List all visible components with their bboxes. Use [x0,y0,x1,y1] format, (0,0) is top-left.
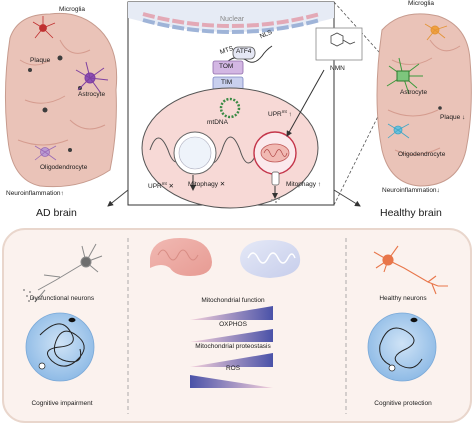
cognitive-impairment-label: Cognitive impairment [31,400,93,407]
healthy-astrocyte-label: Astrocyte [400,89,428,96]
trend-wedges [190,306,273,388]
oxphos-wedge [190,329,273,342]
brain-arrows [107,189,361,207]
mtdna-circle [219,97,241,119]
ad-astrocyte-label: Astrocyte [78,91,106,98]
healthy-microglia-label: Microglia [408,0,435,7]
cognitive-protection-circle [367,312,437,382]
healthy-neuron [373,245,448,295]
tom-complex [212,60,244,75]
tim-label: TIM [221,79,233,86]
release-dots [271,198,280,203]
tom-tim-complex [212,60,244,91]
healthy-neuroinflammation-label: Neuroinflammation↓ [382,187,440,194]
healthy-oligodendrocyte-cell [387,123,410,139]
healthy-astrocyte-cell [386,57,423,95]
dysfunctional-neuron [23,243,103,303]
cell-arrows [190,69,325,199]
upr-left-organelle [173,131,217,175]
healthy-brain-title: Healthy brain [380,207,442,219]
mitophagy-right-label: Mitophagy ↑ [286,181,322,188]
atf4-protein [226,45,273,63]
healthy-brain-section [376,13,472,187]
upr-right-organelle [253,131,297,186]
ros-wedge [190,375,273,388]
healthy-oligodendrocyte-label: Oligodendrocyte [398,151,446,158]
ad-neuroinflammation-label: Neuroinflammation↑ [6,190,64,197]
ad-microglia-label: Microglia [59,6,86,13]
mitochondrial-function-label: Mitochondrial function [201,297,265,304]
ad-brain-title: AD brain [36,207,77,219]
healthy-microglia-cell [424,23,448,41]
cognitive-protection-label: Cognitive protection [374,400,432,407]
ad-microglia-cell [32,16,56,39]
cognitive-impairment-circle [25,312,95,382]
upr-right-label: UPRmt ↑ [268,109,292,119]
healthy-plaque-label: Plaque ↓ [440,114,466,121]
nmn-label: NMN [330,65,345,72]
proteostasis-wedge [190,353,273,367]
mito-function-wedge [190,306,273,320]
upr-left-label: UPRmt ✕ [148,181,174,191]
mitochondrial-proteostasis-label: Mitochondrial proteostasis [195,343,271,350]
oxphos-label: OXPHOS [219,321,247,328]
nmn-molecule [315,27,363,61]
ad-oligodendrocyte-cell [34,145,57,161]
mitophagy-left-label: Mitophagy ✕ [188,181,226,188]
healthy-neurons-label: Healthy neurons [379,295,427,302]
ros-label: ROS [225,365,241,372]
dysfunctional-neurons-label: Dysfunctional neurons [29,295,95,302]
ad-plaque-label: Plaque [30,57,51,64]
nucleus [128,2,334,32]
healthy-plaque-marks [438,106,442,110]
nuclear-label: Nuclear [219,16,245,23]
ad-plaque-marks [28,55,82,152]
bottom-panel [2,228,472,423]
damaged-mitochondrion [150,238,212,276]
atf4-label: ATF4 [236,48,252,55]
ad-oligodendrocyte-label: Oligodendrocyte [40,164,88,171]
tom-label: TOM [219,63,234,70]
zoom-lines [333,1,398,206]
ad-astrocyte-cell [75,61,109,93]
mtdna-label: mtDNA [207,119,228,126]
healthy-mitochondrion [240,240,301,278]
ad-brain-section [4,12,118,188]
